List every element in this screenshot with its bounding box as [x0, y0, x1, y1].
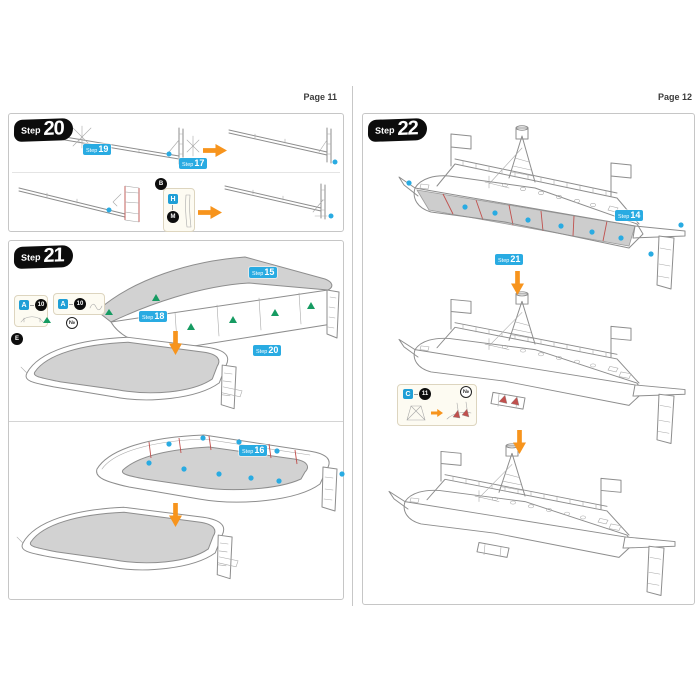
tab-marker-triangle [43, 317, 51, 323]
parts-callout: C 11 № [397, 384, 477, 426]
tab-marker-triangle [105, 309, 113, 315]
tag-step-16: Step 16 [239, 445, 268, 456]
page-number-right: Page 12 [657, 92, 692, 102]
sub-panel-divider [9, 421, 343, 422]
tab-type-badge: C [403, 389, 413, 399]
connector-line [69, 304, 73, 305]
parts-callout: H M [163, 188, 195, 232]
tag-prefix: Step [86, 148, 98, 154]
tag-prefix: Step [618, 214, 630, 220]
ship-finished-drawing [388, 443, 676, 596]
tag-number: 16 [254, 445, 265, 455]
tag-prefix: Step [252, 271, 264, 277]
magnifier-badge: № [460, 386, 472, 398]
tag-step-15: Step 15 [249, 267, 278, 278]
spar-result-drawing [228, 127, 338, 165]
step-21-number: 21 [43, 244, 64, 268]
step-21-label: Step 21 [13, 244, 73, 270]
step-21-prefix: Step [20, 251, 41, 263]
ship-shaded-drawing [398, 125, 686, 290]
connector-line [414, 394, 418, 395]
hull-with-deck-drawing [20, 336, 243, 410]
step-20-label: Step 20 [13, 117, 73, 143]
tag-number: 15 [264, 267, 275, 277]
parts-callout: A 10 [14, 295, 48, 327]
step-22-number: 22 [397, 117, 418, 141]
step-22-prefix: Step [374, 124, 395, 136]
finished-hull-drawing [16, 506, 239, 580]
row-divider [12, 172, 340, 173]
tag-prefix: Step [242, 449, 254, 455]
page-number-left: Page 11 [303, 92, 337, 102]
step-22-panel: Step 22 [362, 113, 695, 605]
part-number-badge: 11 [419, 388, 431, 400]
step-22-label: Step 22 [367, 117, 427, 143]
assembly-arrow-right-icon [203, 144, 227, 157]
tag-step-19: Step 19 [83, 144, 112, 155]
magnifier-badge: № [66, 317, 78, 329]
tag-number: 17 [194, 158, 205, 168]
tag-prefix: Step [498, 258, 510, 264]
tab-type-badge: A [58, 299, 68, 309]
tag-prefix: Step [182, 162, 194, 168]
part-badge: B [155, 178, 167, 190]
tag-prefix: Step [256, 349, 268, 355]
tag-step-20: Step 20 [253, 345, 282, 356]
spar-result-drawing [224, 183, 334, 220]
tag-step-18: Step 18 [139, 311, 168, 322]
assembly-arrow-right-icon [198, 206, 222, 219]
ship-plain-drawing [398, 291, 686, 444]
step-21-panel: Step 21 Step 15 Step 18 Step 20 [8, 240, 345, 600]
tag-number: 18 [154, 311, 165, 321]
parts-callout: A 10 [53, 293, 105, 315]
frame-part-drawing [406, 405, 426, 421]
tag-number: 14 [630, 210, 641, 220]
page-divider [352, 86, 353, 606]
tag-step-17: Step 17 [179, 158, 208, 169]
tag-number: 20 [268, 345, 279, 355]
tag-step-14: Step 14 [615, 210, 644, 221]
fitting-part-drawing [89, 303, 103, 311]
step-20-panel: Step 20 Step 19 Step 17 [8, 113, 344, 232]
assembly-arrow-mini-icon [431, 409, 443, 417]
tag-step-21: Step 21 [495, 254, 524, 265]
part-number-badge: 10 [74, 298, 86, 310]
tag-number: 19 [98, 144, 109, 154]
connector-line [172, 205, 173, 210]
tab-type-badge: H [168, 194, 178, 204]
curved-part-drawing [20, 316, 44, 323]
tag-prefix: Step [142, 315, 154, 321]
step-20-prefix: Step [20, 124, 41, 136]
part-number-badge: 10 [35, 299, 47, 311]
red-fitting-drawing [446, 401, 472, 420]
part-number-badge: M [167, 211, 179, 223]
tab-type-badge: A [19, 300, 29, 310]
open-hull-drawing [96, 434, 345, 512]
tag-number: 21 [510, 254, 521, 264]
connector-line [30, 305, 34, 306]
pole-part-drawing [185, 194, 192, 228]
step-20-number: 20 [43, 117, 64, 141]
part-badge: E [11, 333, 23, 345]
spar-ladder-drawing [18, 185, 140, 223]
